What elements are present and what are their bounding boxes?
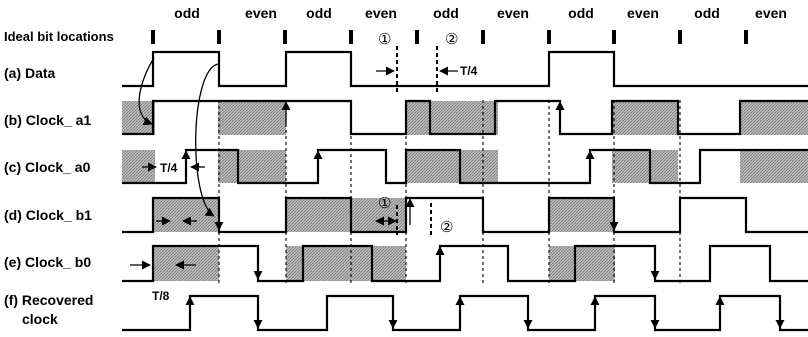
bit-column-headers: odd even odd even odd even odd even odd even	[174, 5, 787, 21]
annotations: ① ② T/4 T/4 ① ② T/8	[130, 30, 478, 303]
shaded-region	[153, 198, 219, 232]
row-label-clock-b1: (d) Clock_ b1	[4, 207, 92, 223]
ideal-bit-ticks	[151, 30, 748, 44]
column-header-odd: odd	[568, 5, 594, 21]
data-to-a1-curve	[138, 57, 155, 126]
column-header-even: even	[497, 5, 529, 21]
shaded-region	[122, 101, 155, 135]
shaded-region	[218, 150, 286, 183]
column-header-odd: odd	[694, 5, 720, 21]
column-header-even: even	[755, 5, 787, 21]
wave-clock-a0	[122, 148, 808, 185]
bit-tick	[349, 30, 353, 44]
shaded-region	[286, 246, 406, 281]
shaded-region	[218, 101, 286, 135]
shaded-region	[549, 246, 615, 281]
bit-tick	[283, 30, 287, 44]
wave-data	[122, 50, 808, 88]
wave-recovered-clock	[122, 294, 808, 332]
t8-label: T/8	[152, 289, 170, 303]
bit-tick	[481, 30, 485, 44]
row-label-clock-b0: (e) Clock_ b0	[4, 254, 91, 270]
edge-arrows	[181, 101, 785, 329]
wave-clock-b1	[122, 196, 808, 234]
row-label-clock-a0: (c) Clock_ a0	[4, 159, 91, 175]
wave-clock-a1	[122, 99, 808, 136]
column-header-odd: odd	[174, 5, 200, 21]
b1-marker-1: ①	[378, 194, 391, 212]
shaded-region	[286, 198, 406, 232]
shaded-region	[406, 150, 498, 183]
column-header-even: even	[627, 5, 659, 21]
row-label-clock-a1: (b) Clock_ a1	[4, 112, 91, 128]
column-header-even: even	[365, 5, 397, 21]
row-label-data: (a) Data	[4, 65, 56, 81]
wave-clock-b0	[122, 244, 808, 283]
bit-tick	[547, 30, 551, 44]
t4-a0-label: T/4	[160, 161, 178, 175]
marker-1-label: ①	[378, 30, 391, 48]
shaded-region	[549, 198, 615, 232]
column-header-even: even	[245, 5, 277, 21]
column-header-odd: odd	[433, 5, 459, 21]
bit-tick	[612, 30, 616, 44]
row-label-recovered: (f) Recovered	[4, 292, 93, 308]
bit-tick	[744, 30, 748, 44]
shaded-region	[612, 101, 678, 135]
bit-tick	[415, 30, 419, 44]
shaded-region	[740, 150, 808, 183]
marker-2-label: ②	[445, 30, 458, 48]
t4-data-label: T/4	[460, 64, 478, 78]
shaded-region	[153, 246, 219, 281]
data-to-b1-curve	[195, 63, 219, 217]
bit-tick	[217, 30, 221, 44]
shaded-regions	[122, 101, 808, 281]
ideal-bit-locations-label: Ideal bit locations	[4, 29, 114, 44]
shaded-region	[612, 150, 678, 183]
bit-tick	[151, 30, 155, 44]
bit-tick	[678, 30, 682, 44]
b1-marker-2: ②	[440, 218, 453, 236]
shaded-region	[406, 101, 498, 135]
row-labels: (a) Data (b) Clock_ a1 (c) Clock_ a0 (d)…	[4, 65, 93, 327]
column-header-odd: odd	[306, 5, 332, 21]
waveforms	[122, 50, 808, 332]
row-label-recovered-2: clock	[22, 311, 58, 327]
shaded-region	[740, 101, 808, 135]
